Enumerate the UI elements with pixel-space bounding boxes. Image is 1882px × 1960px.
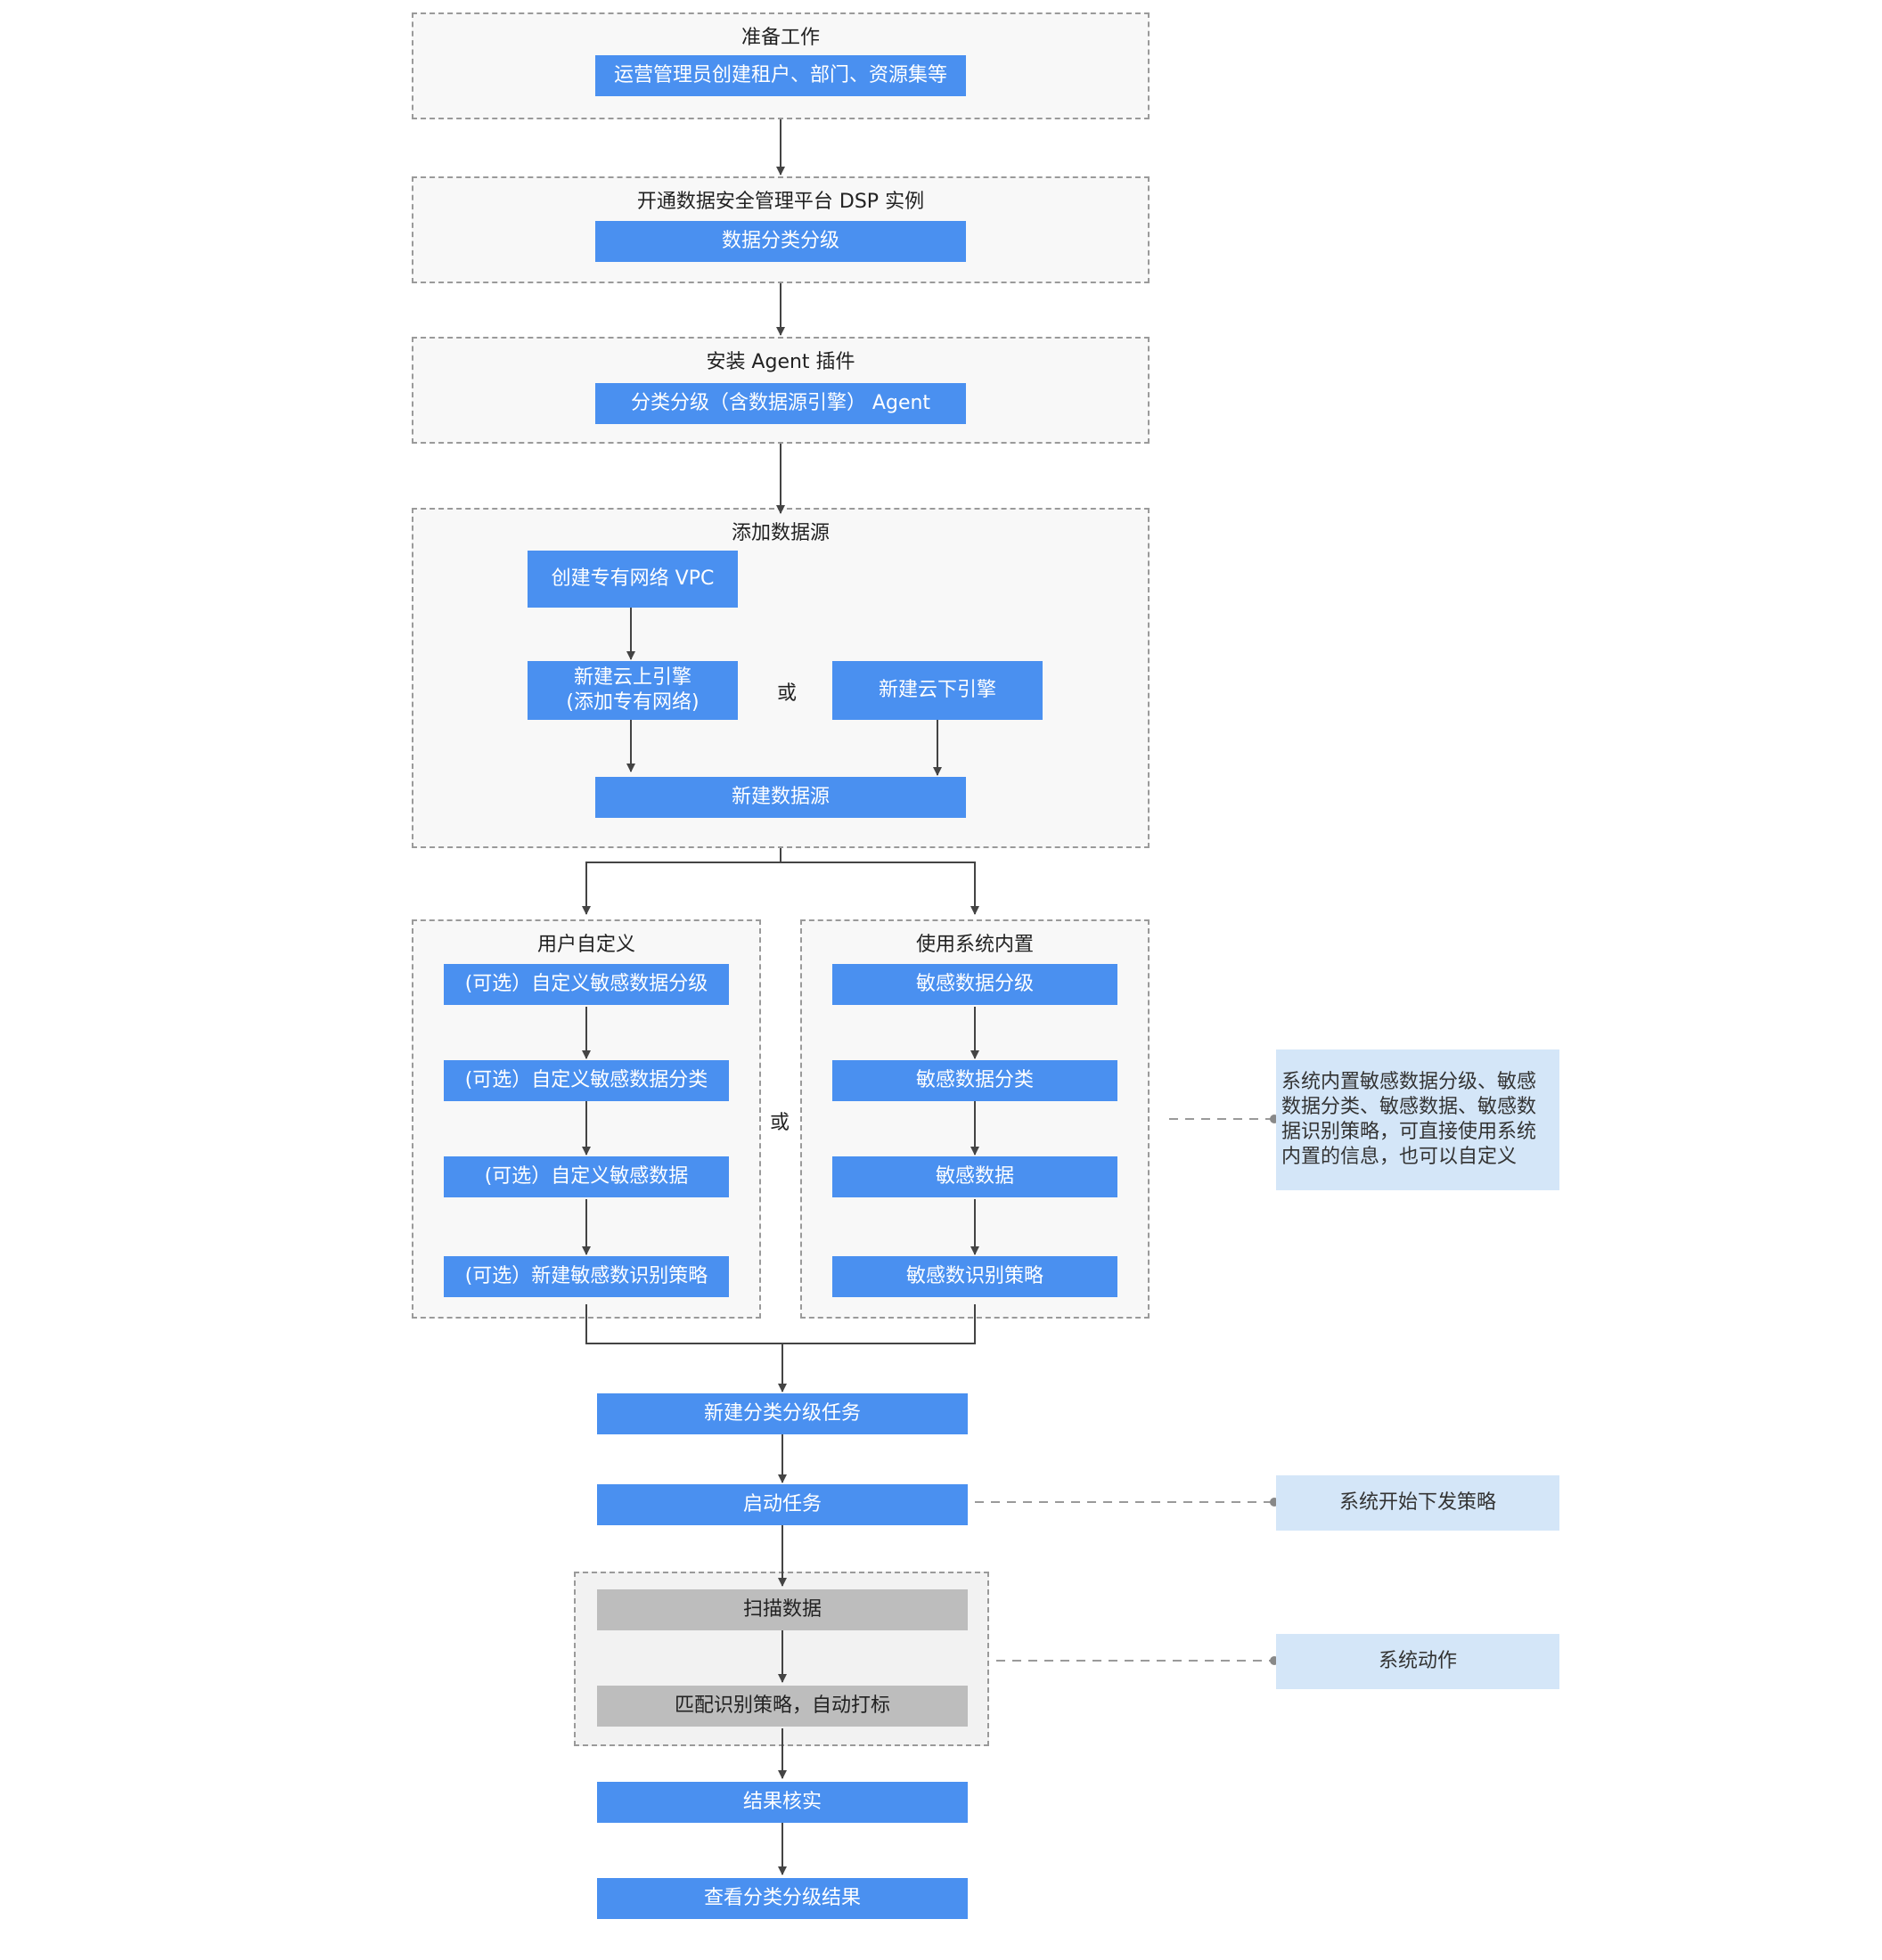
note-system-action: 系统动作 [1276,1634,1559,1689]
box-start-task[interactable]: 启动任务 [597,1484,968,1525]
note-policy: 系统开始下发策略 [1276,1475,1559,1531]
split-line-right [781,862,979,915]
split-line [582,848,781,915]
box-builtin-policy[interactable]: 敏感数识别策略 [832,1256,1117,1297]
merge-line [585,1304,976,1344]
box-scan-data: 扫描数据 [597,1589,968,1630]
box-cloud-engine[interactable]: 新建云上引擎 (添加专有网络) [528,661,738,720]
or-label-engine: 或 [777,682,798,705]
box-builtin-level[interactable]: 敏感数据分级 [832,964,1117,1005]
box-verify-result[interactable]: 结果核实 [597,1782,968,1823]
group-builtin-title: 使用系统内置 [915,934,1034,956]
box-custom-category[interactable]: (可选）自定义敏感数据分类 [444,1060,729,1101]
note-builtin: 系统内置敏感数据分级、敏感数据分类、敏感数据、敏感数据识别策略，可直接使用系统内… [1276,1049,1559,1190]
or-label-middle: 或 [770,1112,790,1134]
group-custom-title: 用户自定义 [536,934,635,956]
group-agent-title: 安装 Agent 插件 [706,351,855,373]
box-builtin-data[interactable]: 敏感数据 [832,1156,1117,1197]
box-create-vpc[interactable]: 创建专有网络 VPC [528,551,738,608]
group-enable-title: 开通数据安全管理平台 DSP 实例 [636,191,925,213]
box-match-policy: 匹配识别策略，自动打标 [597,1686,968,1727]
box-custom-level[interactable]: (可选）自定义敏感数据分级 [444,964,729,1005]
box-offline-engine[interactable]: 新建云下引擎 [832,661,1043,720]
box-view-result[interactable]: 查看分类分级结果 [597,1878,968,1919]
box-builtin-category[interactable]: 敏感数据分类 [832,1060,1117,1101]
box-custom-policy[interactable]: (可选）新建敏感数识别策略 [444,1256,729,1297]
box-agent[interactable]: 分类分级（含数据源引擎） Agent [595,383,966,424]
box-custom-data[interactable]: (可选）自定义敏感数据 [444,1156,729,1197]
group-datasource-title: 添加数据源 [731,522,830,544]
box-new-datasource[interactable]: 新建数据源 [595,777,966,818]
group-prep-title: 准备工作 [741,27,820,49]
box-data-classification[interactable]: 数据分类分级 [595,221,966,262]
box-prep[interactable]: 运营管理员创建租户、部门、资源集等 [595,55,966,96]
group-prep: 准备工作 [412,12,1150,119]
box-new-task[interactable]: 新建分类分级任务 [597,1393,968,1434]
